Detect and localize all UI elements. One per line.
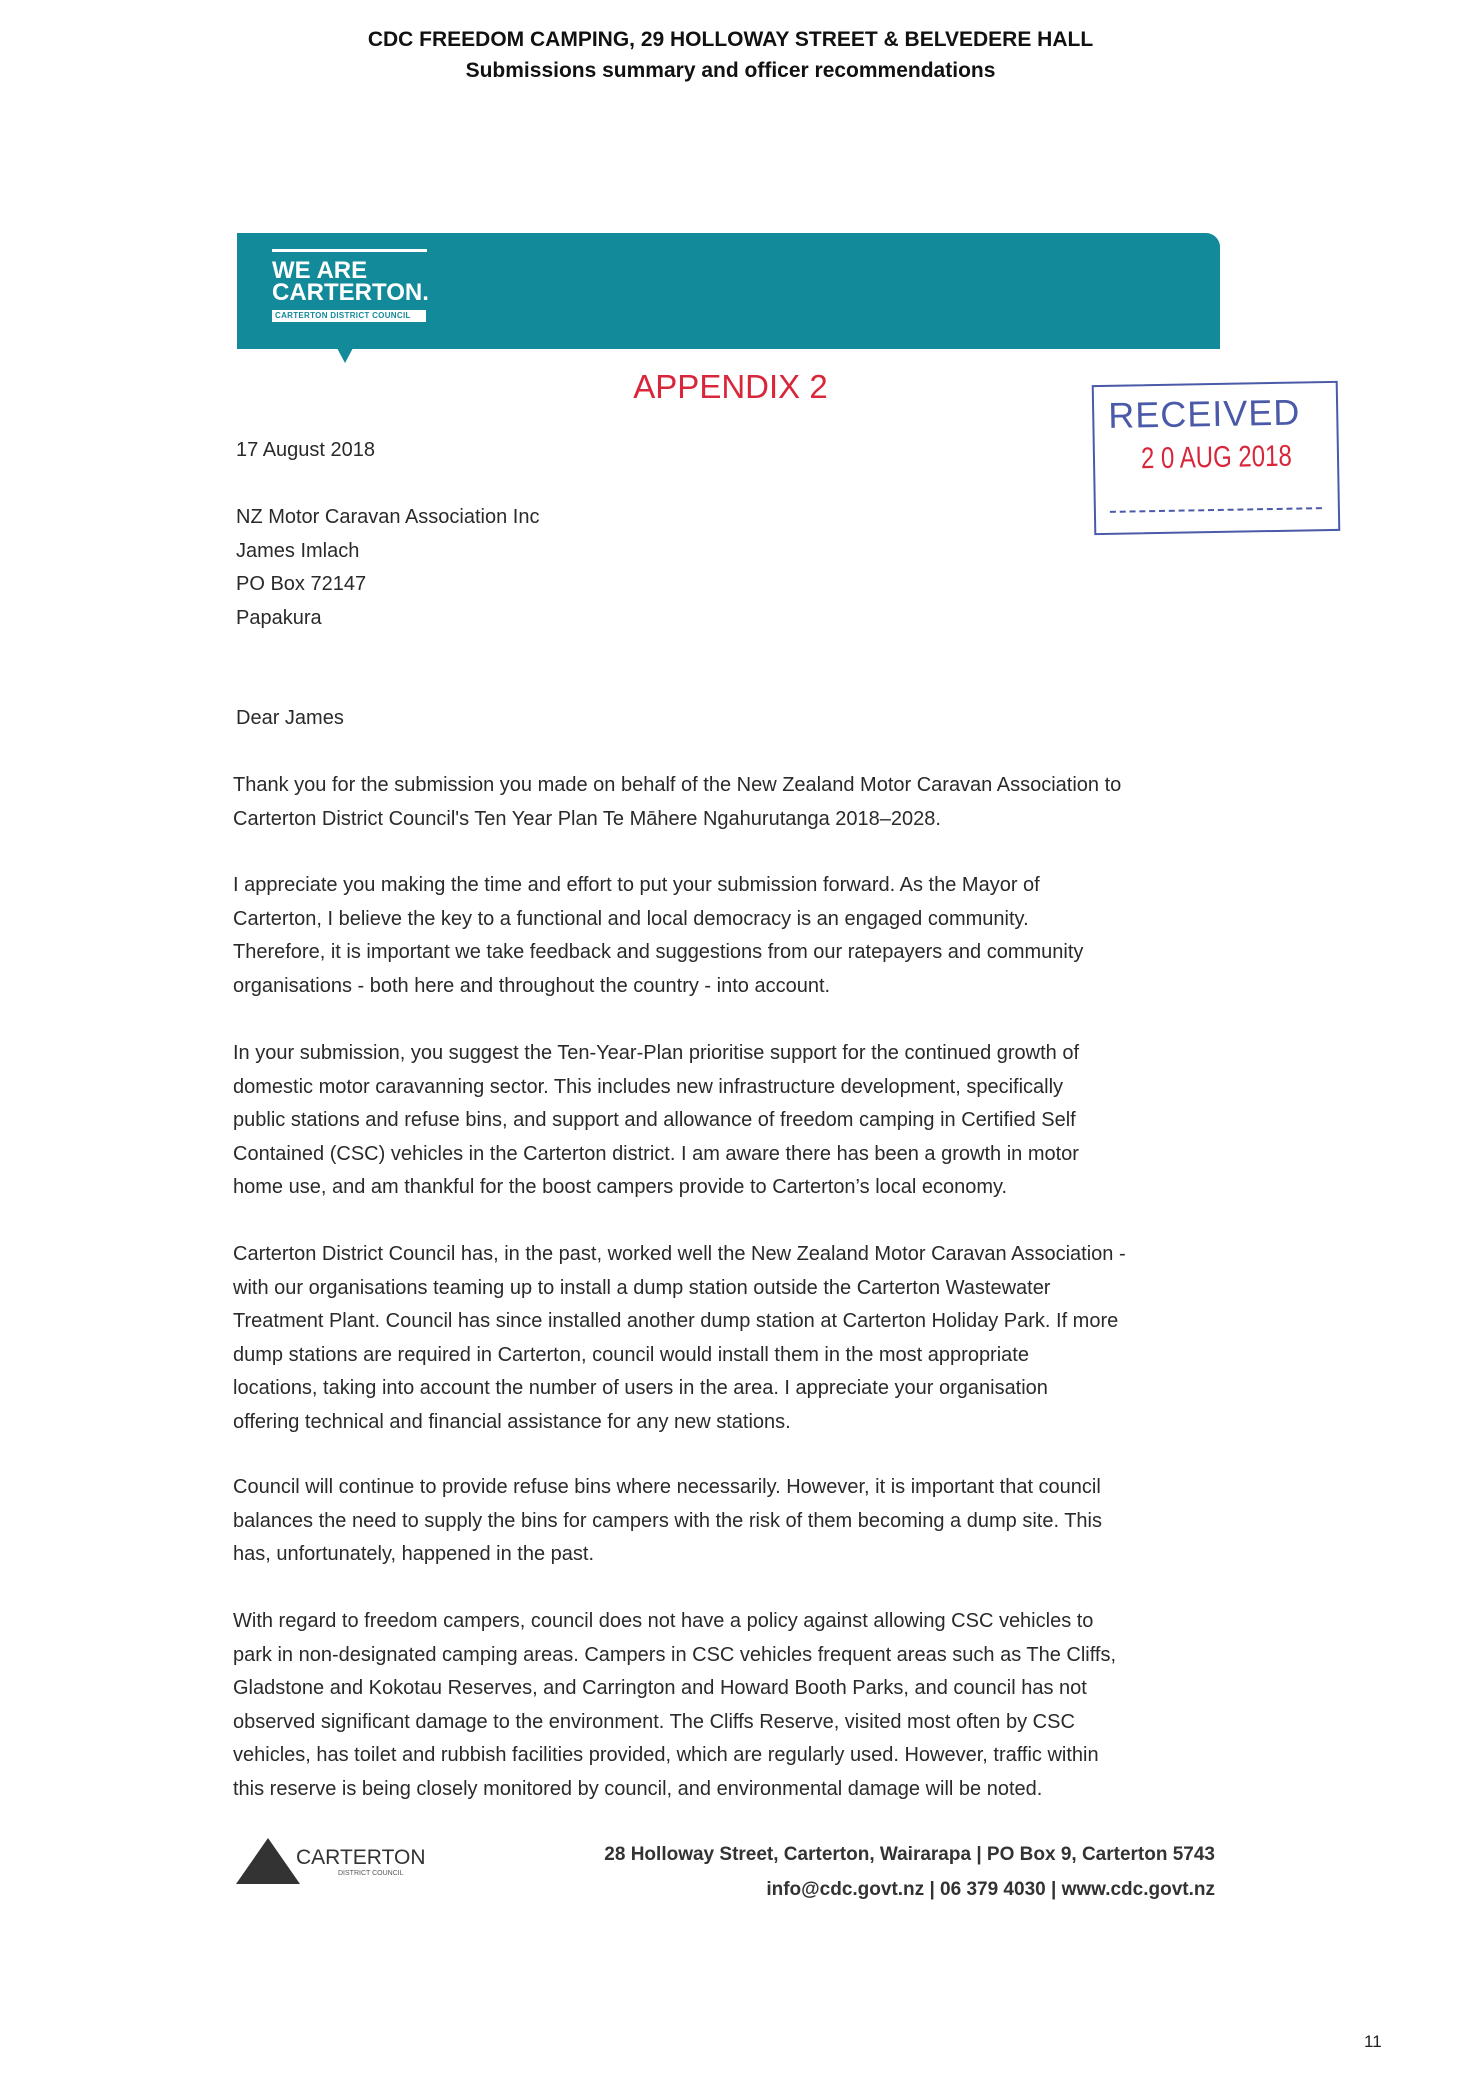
document-subtitle: Submissions summary and officer recommen… [465, 59, 996, 82]
logo-subtitle: CARTERTON DISTRICT COUNCIL [272, 310, 426, 322]
paragraph: Carterton District Council has, in the p… [233, 1238, 1233, 1439]
appendix-label: APPENDIX 2 [633, 368, 828, 405]
paragraph-line: I appreciate you making the time and eff… [233, 874, 1040, 896]
paragraph-line: Therefore, it is important we take feedb… [233, 941, 1084, 963]
document-title: CDC FREEDOM CAMPING, 29 HOLLOWAY STREET … [367, 28, 1094, 51]
paragraph-line: Carterton, I believe the key to a functi… [233, 907, 1029, 930]
stamp-date: 2 0 AUG 2018 [1140, 439, 1293, 476]
stamp-label: RECEIVED [1107, 391, 1301, 436]
paragraph-line: observed significant damage to the envir… [233, 1710, 1075, 1733]
paragraph-line: Carterton District Council's Ten Year Pl… [233, 807, 941, 830]
paragraph-line: public stations and refuse bins, and sup… [233, 1109, 1076, 1131]
received-stamp: RECEIVED 2 0 AUG 2018 [1091, 380, 1341, 536]
letter-date: 17 August 2018 [236, 439, 376, 461]
paragraph: In your submission, you suggest the Ten-… [233, 1037, 1233, 1205]
paragraph-line: With regard to freedom campers, council … [233, 1610, 1094, 1632]
page-number: 11 [1364, 2032, 1382, 2051]
address-line: NZ Motor Caravan Association Inc [236, 506, 540, 528]
paragraph-line: Contained (CSC) vehicles in the Carterto… [233, 1142, 1079, 1165]
paragraph-line: vehicles, has toilet and rubbish facilit… [233, 1744, 1099, 1766]
logo-line2: CARTERTON. [272, 279, 429, 306]
paragraph-line: Thank you for the submission you made on… [233, 774, 1122, 796]
salutation: Dear James [236, 707, 344, 729]
paragraph-line: park in non-designated camping areas. Ca… [233, 1643, 1117, 1666]
paragraph-line: offering technical and financial assista… [233, 1410, 791, 1433]
paragraph-line: domestic motor caravanning sector. This … [233, 1075, 1064, 1098]
paragraph: I appreciate you making the time and eff… [233, 869, 1233, 1003]
paragraph-line: balances the need to supply the bins for… [233, 1509, 1102, 1532]
footer-contact: info@cdc.govt.nz | 06 379 4030 | www.cdc… [766, 1879, 1215, 1900]
paragraph-line: this reserve is being closely monitored … [233, 1777, 1043, 1800]
address-line: James Imlach [236, 540, 360, 562]
paragraph-line: with our organisations teaming up to ins… [233, 1276, 1051, 1299]
mountain-flower-icon [236, 1838, 300, 1884]
paragraph-line: has, unfortunately, happened in the past… [233, 1543, 595, 1565]
footer-logo-sub: DISTRICT COUNCIL [338, 1870, 404, 1877]
paragraph-line: locations, taking into account the numbe… [233, 1377, 1048, 1399]
paragraph: Council will continue to provide refuse … [233, 1471, 1233, 1572]
letterhead-banner: WE ARE CARTERTON. CARTERTON DISTRICT COU… [237, 233, 1220, 363]
paragraph-line: Gladstone and Kokotau Reserves, and Carr… [233, 1677, 1087, 1699]
paragraph-line: In your submission, you suggest the Ten-… [233, 1042, 1080, 1064]
address-line: Papakura [236, 607, 322, 629]
paragraph: Thank you for the submission you made on… [233, 769, 1233, 836]
address-line: PO Box 72147 [236, 573, 367, 595]
paragraph-line: dump stations are required in Carterton,… [233, 1343, 1029, 1366]
council-logo: WE ARE CARTERTON. CARTERTON DISTRICT COU… [272, 249, 429, 322]
footer-address: 28 Holloway Street, Carterton, Wairarapa… [604, 1844, 1215, 1865]
logo-line1: WE ARE [272, 257, 368, 284]
paragraph-line: home use, and am thankful for the boost … [233, 1176, 1008, 1198]
paragraph-line: Council will continue to provide refuse … [233, 1476, 1101, 1498]
footer-logo-name: CARTERTON [296, 1846, 426, 1869]
paragraph-line: organisations - both here and throughout… [233, 974, 831, 997]
paragraph-line: Carterton District Council has, in the p… [233, 1243, 1126, 1265]
paragraph: With regard to freedom campers, council … [233, 1605, 1233, 1806]
paragraph-line: Treatment Plant. Council has since insta… [233, 1310, 1119, 1332]
